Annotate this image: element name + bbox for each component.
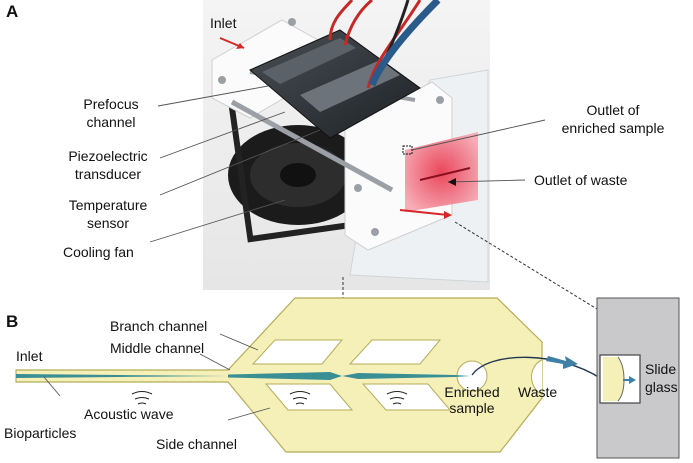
label-outlet-enriched-2: enriched sample (561, 120, 665, 136)
label-temp-1: Temperature (68, 197, 148, 213)
label-piezo-1: Piezoelectric (68, 148, 148, 164)
panel-a-letter: A (6, 2, 19, 21)
branch-opening-1 (251, 339, 344, 365)
label-outlet-waste: Outlet of waste (534, 172, 628, 188)
panel-b-letter: B (6, 312, 19, 331)
label-side-channel: Side channel (156, 436, 237, 452)
label-branch-channel: Branch channel (110, 318, 208, 334)
red-outlet-area (405, 132, 478, 212)
label-acoustic-wave: Acoustic wave (84, 406, 174, 422)
label-prefocus-2: channel (86, 114, 136, 130)
label-prefocus-1: Prefocus (83, 96, 139, 112)
label-inlet-b: Inlet (16, 348, 43, 364)
label-enriched-1: Enriched (444, 384, 500, 400)
flow-arrow-big (546, 356, 578, 369)
acoustic-wave-icons (131, 390, 408, 405)
label-bioparticles: Bioparticles (4, 425, 77, 441)
label-waste: Waste (518, 384, 558, 400)
label-slide-2: glass (645, 379, 678, 395)
label-outlet-enriched-1: Outlet of (586, 102, 640, 118)
label-inlet-a: Inlet (210, 15, 237, 31)
branch-opening-2 (348, 339, 442, 365)
branch-opening-4 (361, 383, 452, 411)
label-cooling-fan: Cooling fan (63, 244, 134, 260)
label-enriched-2: sample (449, 400, 495, 416)
label-middle-channel: Middle channel (110, 340, 205, 356)
branch-opening-3 (264, 383, 354, 411)
label-temp-2: sensor (86, 215, 130, 231)
label-piezo-2: transducer (74, 166, 142, 182)
waste-notch (531, 359, 543, 395)
bioparticle-stream (16, 374, 228, 378)
label-slide-1: Slide (645, 361, 677, 377)
outlet-tube (471, 356, 601, 379)
